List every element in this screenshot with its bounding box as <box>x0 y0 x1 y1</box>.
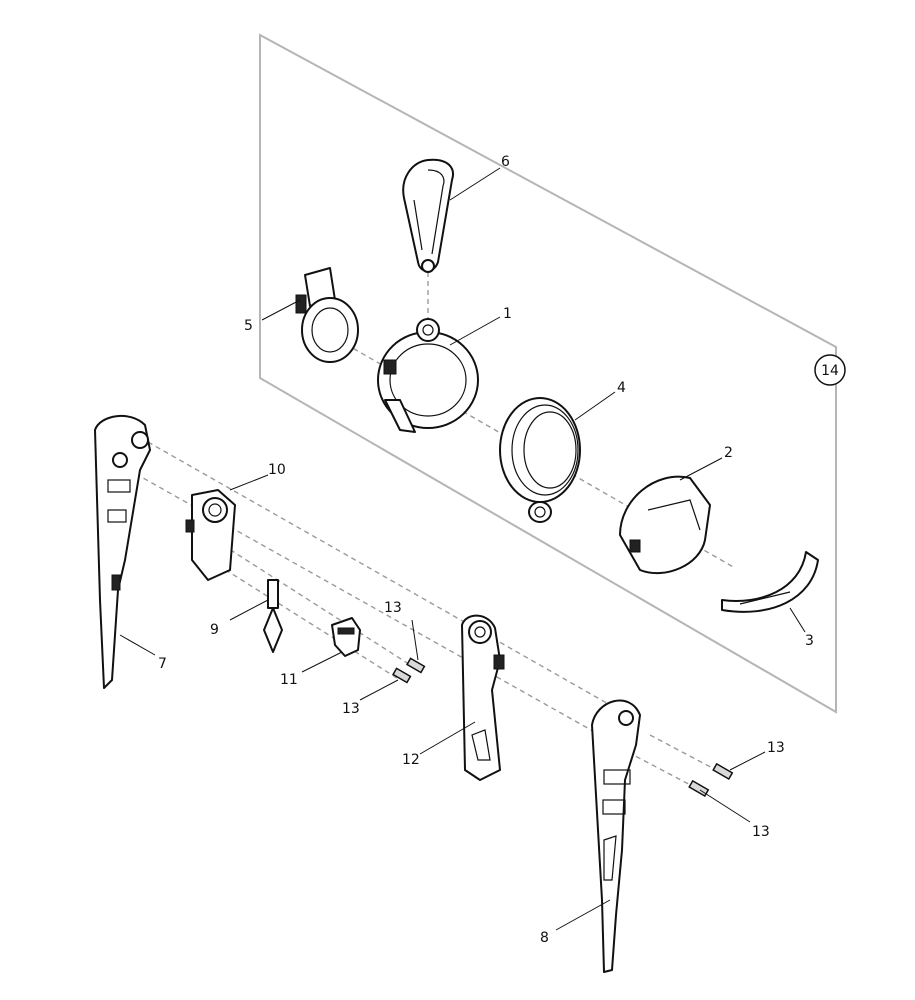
part-13-screws <box>392 657 734 797</box>
callout-8: 8 <box>540 930 549 946</box>
part-6-carabiner <box>402 158 454 273</box>
callout-1: 1 <box>503 306 512 322</box>
callout-13-d: 13 <box>752 824 770 840</box>
screw-3 <box>712 762 734 780</box>
part-10-joint-block <box>185 489 236 581</box>
part-11-small-cap <box>331 617 361 657</box>
callout-13-a: 13 <box>384 600 402 616</box>
callout-12: 12 <box>402 752 420 768</box>
part-8-right-arm <box>591 699 641 973</box>
part-7-left-arm <box>94 414 151 689</box>
callout-13-c: 13 <box>767 740 785 756</box>
assembly-kit-outline <box>259 33 837 714</box>
part-2-back-cover <box>619 475 711 575</box>
screw-2 <box>392 667 412 684</box>
kit-label-14: 14 <box>814 354 846 386</box>
callout-7: 7 <box>158 656 167 672</box>
callout-6: 6 <box>501 154 510 170</box>
leader-lines <box>119 167 806 931</box>
callout-2: 2 <box>724 445 733 461</box>
part-9-spring-pin <box>263 579 283 653</box>
part-4-reel-disc <box>499 397 581 523</box>
part-3-curved-strip <box>721 551 819 613</box>
part-1-ring-housing <box>377 318 479 433</box>
part-12-middle-arm <box>461 614 505 781</box>
callout-3: 3 <box>805 633 814 649</box>
callout-13-b: 13 <box>342 701 360 717</box>
callout-9: 9 <box>210 622 219 638</box>
callout-labels: 6 5 1 4 2 3 10 9 11 13 13 7 12 13 13 8 <box>158 154 814 946</box>
part-5-clip <box>295 267 359 363</box>
callout-11: 11 <box>280 672 298 688</box>
callout-4: 4 <box>617 380 626 396</box>
callout-10: 10 <box>268 462 286 478</box>
kit-label-text: 14 <box>821 363 839 379</box>
callout-5: 5 <box>244 318 253 334</box>
screw-1 <box>406 657 426 674</box>
